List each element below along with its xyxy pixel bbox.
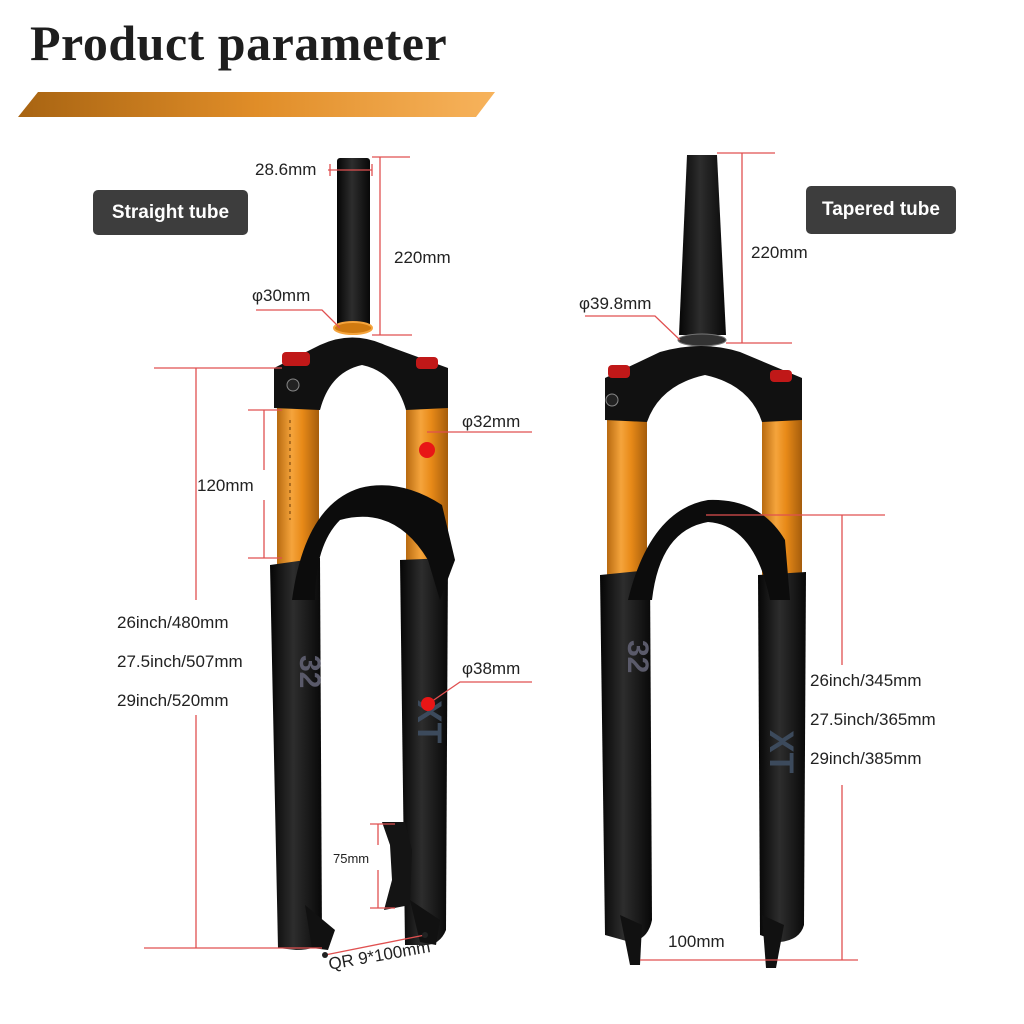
straight-tube-badge: Straight tube <box>93 190 248 235</box>
axle-to-crown-29-label: 29inch/520mm <box>117 691 229 710</box>
arch-height-26-label: 26inch/345mm <box>810 671 922 690</box>
title-accent-stripe <box>18 92 495 117</box>
straight-crown-race-label: φ30mm <box>252 286 311 305</box>
tapered-crown-race-label: φ39.8mm <box>579 294 652 313</box>
tapered-tube-badge: Tapered tube <box>806 186 956 234</box>
arch-height-29-label: 29inch/385mm <box>810 749 922 768</box>
page-title: Product parameter <box>30 15 448 71</box>
arch-height-275-label: 27.5inch/365mm <box>810 710 936 729</box>
axle-spacing-label: 100mm <box>668 932 725 951</box>
tapered-fork-drawing <box>600 155 806 968</box>
tapered-fork-decal-xt: XT <box>762 730 800 774</box>
dimension-lines <box>144 152 885 961</box>
stanchion-diameter-label: φ32mm <box>462 412 521 431</box>
dimension-markers <box>419 442 435 711</box>
axle-to-crown-275-label: 27.5inch/507mm <box>117 652 243 671</box>
straight-fork-decal-32: 32 <box>293 655 326 688</box>
disc-mount-label: 75mm <box>333 851 370 866</box>
tapered-steerer-length-label: 220mm <box>751 243 808 262</box>
straight-fork-drawing <box>270 158 455 950</box>
dimension-end-ticks <box>322 932 428 958</box>
lower-diameter-label: φ38mm <box>462 659 521 678</box>
straight-steerer-length-label: 220mm <box>394 248 451 267</box>
axle-to-crown-26-label: 26inch/480mm <box>117 613 229 632</box>
steerer-diameter-label: 28.6mm <box>255 160 317 179</box>
travel-label: 120mm <box>197 476 254 495</box>
tapered-fork-decal-32: 32 <box>621 640 654 673</box>
